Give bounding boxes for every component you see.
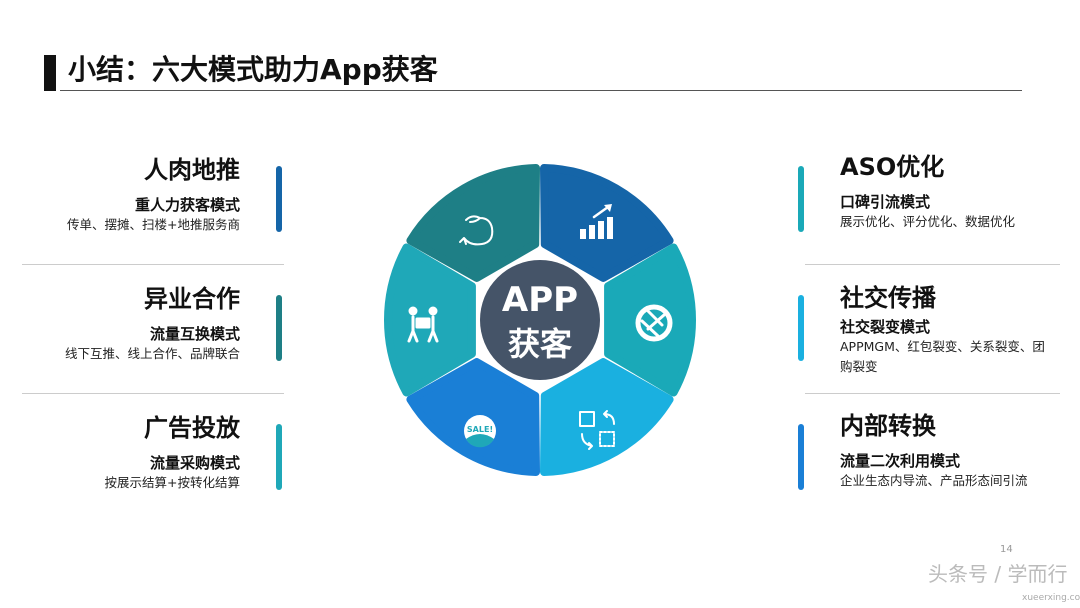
block-desc: 按展示结算+按转化结算 (104, 475, 240, 490)
block-desc: 展示优化、评分优化、数据优化 (840, 214, 1016, 229)
block-subtitle: 流量互换模式 (149, 325, 240, 343)
block-title: ASO优化 (840, 153, 945, 181)
block-title: 广告投放 (144, 414, 240, 442)
center-label-app: APP (502, 280, 578, 320)
title-underline (60, 90, 1022, 91)
block-internal: 内部转换 流量二次利用模式 企业生态内导流、产品形态间引流 (840, 411, 1050, 491)
block-desc: APPMGM、红包裂变、关系裂变、团购裂变 (840, 339, 1045, 374)
divider (805, 393, 1060, 394)
accent-bar (798, 295, 804, 361)
block-ground-promotion: 人肉地推 重人力获客模式 传单、摆摊、扫楼+地推服务商 (10, 155, 240, 235)
divider (805, 264, 1060, 265)
accent-bar (276, 166, 282, 232)
center-circle (480, 260, 600, 380)
page-number: 14 (1000, 544, 1013, 555)
wheel-segment-muscle-arm (540, 164, 674, 282)
accent-bar (276, 424, 282, 490)
accent-bar (798, 166, 804, 232)
wheel-segment-people-carry-box (406, 164, 540, 282)
shutter-share-icon (635, 304, 673, 342)
block-title: 内部转换 (840, 412, 936, 440)
people-carry-box-icon (407, 306, 439, 343)
block-subtitle: 流量二次利用模式 (840, 452, 961, 470)
block-title: 异业合作 (144, 285, 240, 313)
sale-badge-icon: SALE! (464, 415, 496, 448)
block-desc: 企业生态内导流、产品形态间引流 (840, 473, 1028, 488)
divider (22, 393, 284, 394)
block-title: 人肉地推 (144, 156, 240, 184)
sale-label: SALE! (467, 425, 493, 434)
swap-convert-icon (579, 410, 615, 450)
center-label-acquire: 获客 (508, 325, 572, 363)
block-cross-industry: 异业合作 流量互换模式 线下互推、线上合作、品牌联合 (10, 284, 240, 364)
block-aso: ASO优化 口碑引流模式 展示优化、评分优化、数据优化 (840, 152, 1050, 232)
block-social: 社交传播 社交裂变模式 APPMGM、红包裂变、关系裂变、团购裂变 (840, 283, 1050, 377)
block-subtitle: 社交裂变模式 (840, 318, 931, 336)
title-accent-bar (44, 55, 56, 91)
block-subtitle: 口碑引流模式 (840, 193, 931, 211)
block-subtitle: 流量采购模式 (149, 454, 240, 472)
watermark-url: xueerxing.com (1022, 593, 1080, 603)
divider (22, 264, 284, 265)
watermark: 头条号 / 学而行 (928, 562, 1068, 586)
accent-bar (276, 295, 282, 361)
block-desc: 传单、摆摊、扫楼+地推服务商 (67, 217, 240, 232)
acquisition-wheel: APP 获客 SALE! (384, 164, 696, 476)
growth-chart-icon (580, 204, 613, 239)
block-title: 社交传播 (840, 284, 936, 312)
muscle-arm-icon (459, 215, 494, 246)
wheel-segment-growth-chart (604, 243, 696, 397)
block-subtitle: 重人力获客模式 (134, 196, 240, 214)
block-desc: 线下互推、线上合作、品牌联合 (64, 346, 240, 361)
accent-bar (798, 424, 804, 490)
block-advertising: 广告投放 流量采购模式 按展示结算+按转化结算 (10, 413, 240, 493)
page-title: 小结：六大模式助力App获客 (68, 53, 438, 86)
